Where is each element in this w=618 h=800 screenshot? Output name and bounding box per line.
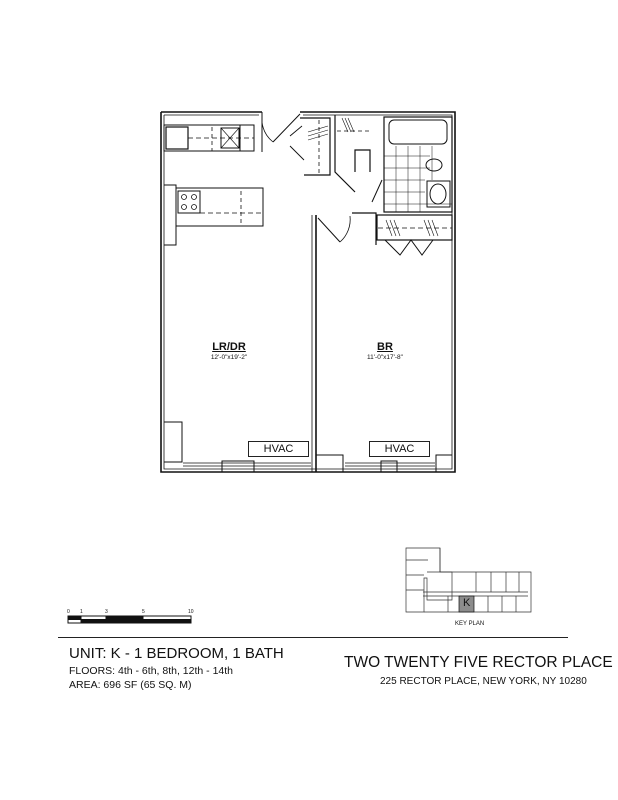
room-dimensions-lrdr: 12'-0"x19'-2": [210, 354, 248, 361]
room-name-br: BR: [377, 341, 393, 353]
scale-tick-1: 1: [80, 609, 83, 615]
hvac-unit-lrdr: HVAC: [248, 441, 309, 457]
building-name: TWO TWENTY FIVE RECTOR PLACE: [344, 654, 613, 671]
footer-divider: [58, 637, 568, 638]
hvac-unit-br: HVAC: [369, 441, 430, 457]
scale-tick-5: 5: [142, 609, 145, 615]
scale-bar: [67, 615, 192, 624]
room-name-lrdr: LR/DR: [212, 341, 246, 353]
room-dimensions-br: 11'-0"x17'-8": [367, 354, 403, 361]
unit-title: UNIT: K - 1 BEDROOM, 1 BATH: [69, 645, 284, 662]
scale-tick-0: 0: [67, 609, 70, 615]
scale-tick-10: 10: [188, 609, 194, 615]
key-plan-drawing: [405, 547, 532, 613]
building-address: 225 RECTOR PLACE, NEW YORK, NY 10280: [380, 676, 587, 687]
key-plan-unit-marker: K: [463, 597, 471, 609]
unit-area: AREA: 696 SF (65 SQ. M): [69, 679, 192, 691]
unit-floors: FLOORS: 4th - 6th, 8th, 12th - 14th: [69, 665, 234, 677]
scale-tick-3: 3: [105, 609, 108, 615]
key-plan-label: KEY PLAN: [455, 621, 485, 627]
